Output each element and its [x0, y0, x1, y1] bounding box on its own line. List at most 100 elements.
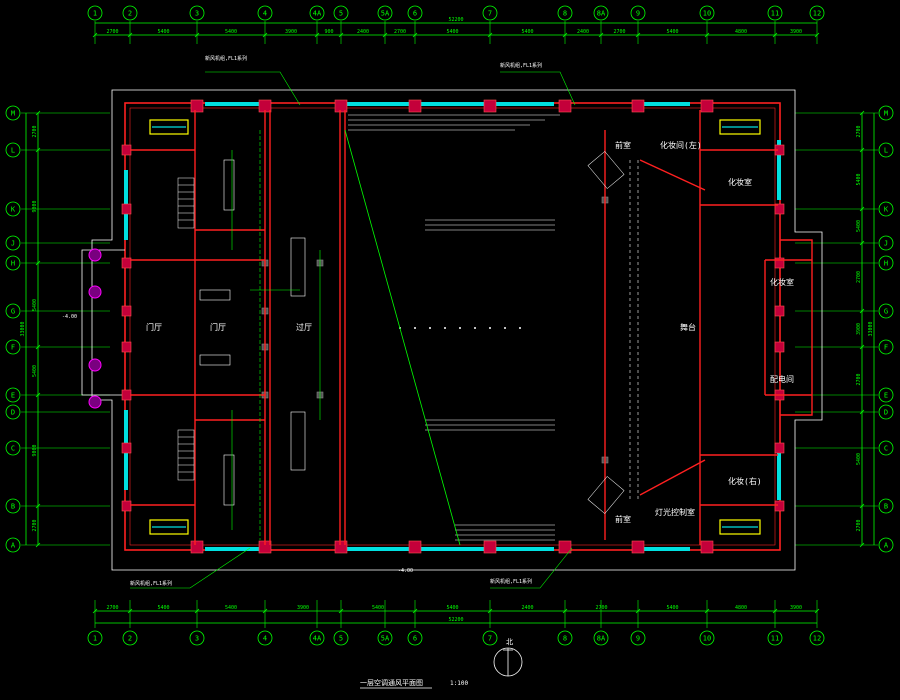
structural-columns [121, 99, 785, 554]
column [774, 305, 785, 317]
dim-tick [859, 308, 865, 314]
axis-bubble-col [809, 5, 825, 21]
axis-bubble-row [878, 498, 894, 514]
column [774, 341, 785, 353]
dim-tick [814, 32, 820, 38]
dim-tick [859, 240, 865, 246]
dim-text: 4800 [735, 605, 747, 611]
room-labels: 门厅 门厅 过厅 舞台 前室 前室 化妆间(左) 化妆室 化妆室 配电间 化妆(… [146, 140, 794, 524]
axis-bubble-col [122, 630, 138, 646]
dim-text: 2700 [613, 29, 625, 35]
axis-bubble-row [5, 235, 21, 251]
axis-bubble-col [767, 630, 783, 646]
column [408, 99, 422, 113]
axis-bubble-row [878, 387, 894, 403]
ahu-unit-se [719, 519, 761, 535]
dim-tick [562, 608, 568, 614]
axis-label-row: J [11, 240, 15, 248]
dim-tick [35, 147, 41, 153]
dim-text: 2700 [856, 271, 862, 283]
axis-label-col: 3 [195, 10, 199, 18]
dim-tick [412, 32, 418, 38]
axis-label-row: M [11, 110, 15, 118]
label-lobby-2: 门厅 [210, 322, 226, 332]
dim-tick [635, 608, 641, 614]
axis-bubble-col [809, 630, 825, 646]
axis-label-col: 1 [93, 10, 97, 18]
building-outline [81, 89, 823, 571]
label-changing-1: 化妆室 [728, 177, 752, 187]
outer-roof-line [91, 89, 823, 571]
dim-tick [314, 32, 320, 38]
ahu-unit-nw [149, 119, 189, 135]
dim-tick [859, 409, 865, 415]
dim-text: 3900 [297, 605, 309, 611]
axis-label-col: 7 [488, 635, 492, 643]
dim-text: 9000 [32, 444, 38, 456]
dim-text: 2400 [577, 29, 589, 35]
axis-label-col: 4A [313, 10, 322, 18]
axis-bubble-col [557, 630, 573, 646]
dim-tick [338, 608, 344, 614]
dim-tick [859, 503, 865, 509]
dim-tick [92, 32, 98, 38]
dim-tick [635, 32, 641, 38]
column [334, 540, 348, 554]
axis-label-col: 12 [813, 635, 821, 643]
axis-label-col: 6 [413, 635, 417, 643]
axis-label-row: E [884, 392, 888, 400]
axis-label-col: 12 [813, 10, 821, 18]
axis-bubble-col [189, 5, 205, 21]
column [121, 144, 132, 156]
dim-text: 5400 [446, 29, 458, 35]
column [558, 99, 572, 113]
west-entrance-wall [81, 249, 125, 396]
axis-label-row: B [884, 503, 888, 511]
axis-bubble-row [5, 303, 21, 319]
stage-center-row [399, 327, 521, 329]
axis-label-col: 10 [703, 635, 711, 643]
label-side-room-2: 前室 [615, 514, 631, 524]
column [700, 99, 714, 113]
dim-text: 9000 [32, 200, 38, 212]
column [774, 203, 785, 215]
column [700, 540, 714, 554]
axis-bubble-row [878, 235, 894, 251]
axis-bubble-col [482, 5, 498, 21]
dim-text: 2400 [357, 29, 369, 35]
axis-bubble-row [878, 201, 894, 217]
label-equipment: 配电间 [770, 374, 794, 384]
axis-bubble-row [878, 339, 894, 355]
dim-text: 5400 [666, 605, 678, 611]
axis-bubble-row [878, 255, 894, 271]
axis-label-row: C [884, 445, 888, 453]
label-side-room-1: 前室 [615, 140, 631, 150]
axis-bubble-col [333, 630, 349, 646]
axis-bubble-col [87, 5, 103, 21]
glass-strips [124, 102, 781, 551]
dim-text: 2400 [521, 605, 533, 611]
elevation-bottom: -4.00 [398, 568, 413, 574]
note-bottom-right: 新风机组,FL1系列 [490, 578, 532, 585]
axis-bubble-row [5, 105, 21, 121]
axis-bubble-col [87, 630, 103, 646]
dim-text: 5400 [32, 299, 38, 311]
axis-bubble-col [630, 5, 646, 21]
column [558, 540, 572, 554]
axis-bubble-col [309, 630, 325, 646]
ahu-units [149, 119, 761, 535]
dim-tick [194, 32, 200, 38]
dim-text: 5400 [666, 29, 678, 35]
axis-bubble-col [377, 5, 393, 21]
axis-bubble-col [593, 630, 609, 646]
axis-label-row: C [11, 445, 15, 453]
dim-tick [859, 110, 865, 116]
note-top-right: 新风机组,FL1系列 [500, 62, 542, 69]
dim-tick [127, 32, 133, 38]
dim-tick [412, 608, 418, 614]
axis-bubble-row [878, 537, 894, 553]
axis-bubble-col [309, 5, 325, 21]
dim-text: 3900 [285, 29, 297, 35]
axis-bubble-col [593, 5, 609, 21]
